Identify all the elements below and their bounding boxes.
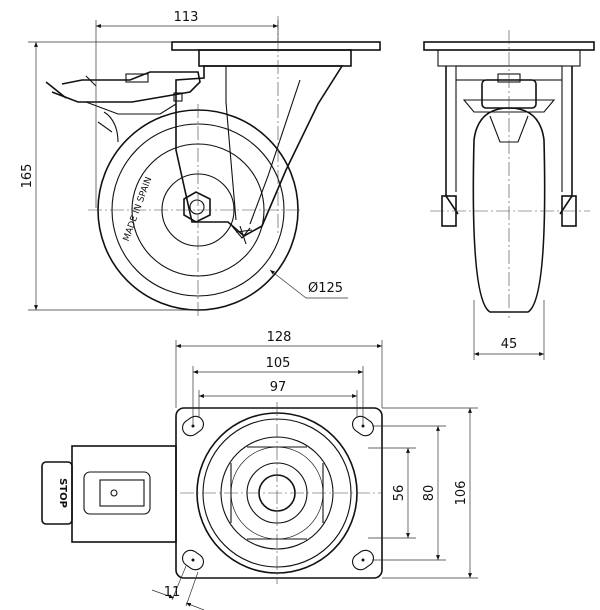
dim-97-label: 97 bbox=[270, 380, 287, 395]
dim-113-label: 113 bbox=[174, 10, 199, 25]
side-brake-lever bbox=[51, 71, 201, 103]
dim-56: 56 bbox=[368, 447, 416, 539]
wheel-maker-mark-icon bbox=[231, 225, 253, 245]
dim-106: 106 bbox=[382, 407, 478, 579]
dim-105: 105 bbox=[192, 356, 364, 426]
dim-125-label: Ø125 bbox=[308, 281, 343, 296]
dim-11-label: 11 bbox=[164, 585, 181, 600]
wheel-stamp-text: MADE IN SPAIN bbox=[122, 176, 155, 243]
dim-80: 80 bbox=[372, 425, 446, 561]
dim-56-label: 56 bbox=[392, 485, 407, 502]
dim-45: 45 bbox=[473, 300, 545, 360]
front-wheel bbox=[472, 107, 546, 313]
front-view bbox=[423, 30, 595, 318]
dim-106-label: 106 bbox=[454, 481, 469, 506]
dim-105-label: 105 bbox=[266, 356, 291, 371]
dim-165-label: 165 bbox=[20, 164, 35, 189]
mounting-slot-bottom-right bbox=[351, 549, 375, 571]
side-axle-nut bbox=[183, 191, 211, 223]
stop-pedal-label: STOP bbox=[57, 478, 68, 508]
side-top-plate bbox=[171, 41, 381, 51]
dim-97: 97 bbox=[198, 380, 358, 418]
dim-165: 165 bbox=[20, 41, 198, 311]
side-swivel-race bbox=[198, 49, 352, 67]
top-brake-housing bbox=[71, 445, 177, 543]
dim-80-label: 80 bbox=[422, 485, 437, 502]
stop-pedal[interactable] bbox=[41, 461, 73, 525]
dim-128-label: 128 bbox=[267, 330, 292, 345]
side-fork bbox=[175, 65, 344, 237]
dim-11: 11 bbox=[151, 565, 205, 610]
mounting-slot-bottom-left bbox=[181, 549, 205, 571]
dim-45-label: 45 bbox=[501, 337, 518, 352]
dim-128: 128 bbox=[175, 330, 383, 408]
top-view: STOP bbox=[41, 402, 383, 584]
dim-113: 113 bbox=[95, 10, 279, 208]
dim-diameter-125: Ø125 bbox=[269, 269, 348, 299]
